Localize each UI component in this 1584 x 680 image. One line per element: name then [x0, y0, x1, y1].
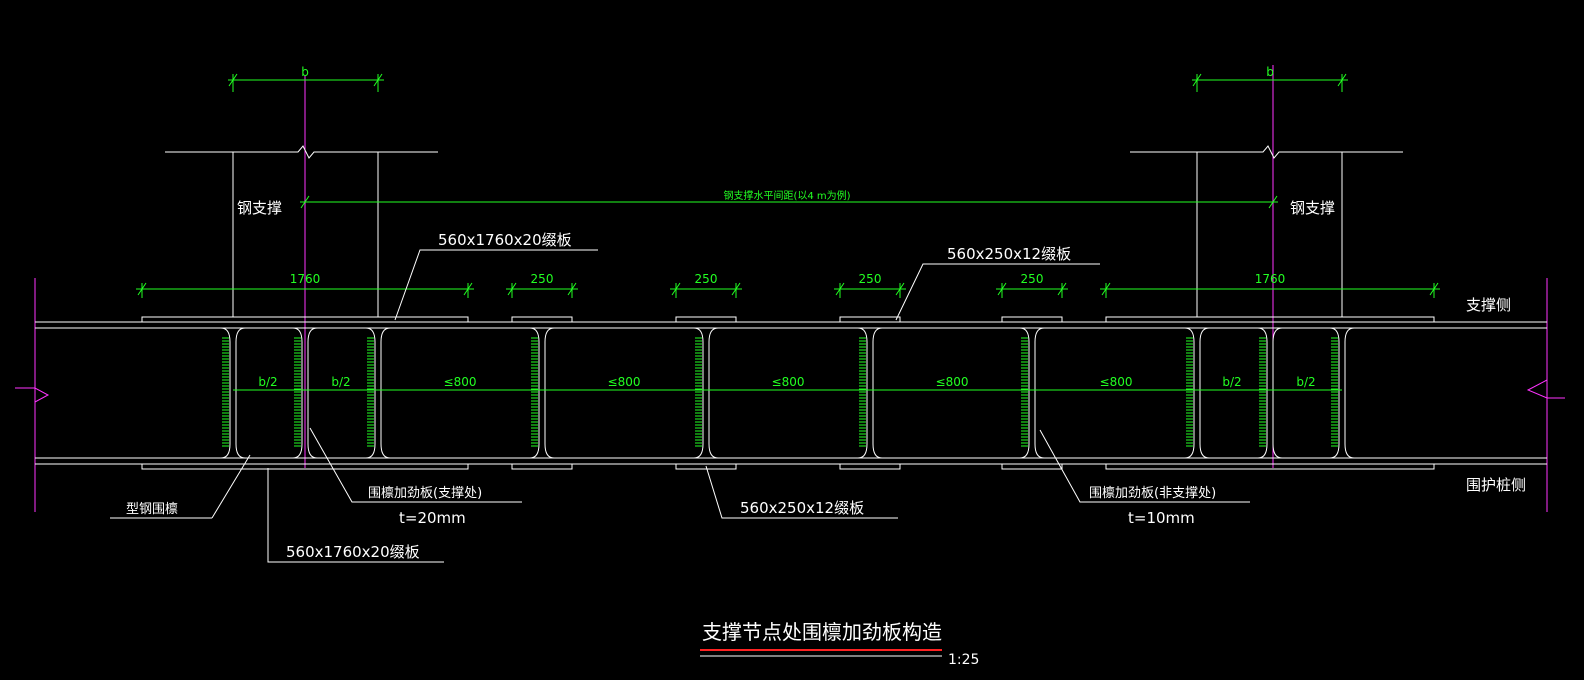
leader-lines — [110, 249, 1250, 563]
half-b-label: b/2 — [331, 375, 350, 389]
stiffener-nonbrace-label: 围檩加劲板(非支撑处) — [1089, 486, 1216, 501]
steel-brace-right — [1130, 145, 1403, 317]
le800-label: ≤800 — [444, 375, 477, 389]
stiffener-plate — [1329, 327, 1355, 459]
plate-top-large-label: 560x1760x20缀板 — [438, 231, 572, 249]
stiffener-plate — [1019, 327, 1045, 459]
le800-label: ≤800 — [936, 375, 969, 389]
dim-250: 250 — [1021, 272, 1044, 286]
half-b-label: b/2 — [258, 375, 277, 389]
stiffener-plate — [1184, 327, 1210, 459]
weld-symbol — [531, 337, 538, 447]
side-bottom-label: 围护桩侧 — [1466, 476, 1526, 494]
break-symbols — [15, 379, 1565, 403]
stiffener-plate — [857, 327, 883, 459]
dim-1760-right: 1760 — [1255, 272, 1286, 286]
steel-brace-right-label: 钢支撑 — [1290, 199, 1335, 217]
weld-symbol — [1021, 337, 1028, 447]
weld-symbol — [1186, 337, 1193, 447]
dimension-lines — [136, 73, 1440, 391]
stiffener-plate — [529, 327, 555, 459]
weld-symbol — [859, 337, 866, 447]
half-b-label: b/2 — [1222, 375, 1241, 389]
title-underline — [700, 649, 942, 657]
stiffener-plate — [693, 327, 719, 459]
weld-symbol — [367, 337, 374, 447]
dim-1760-left: 1760 — [290, 272, 321, 286]
dim-b-right: b — [1266, 65, 1274, 79]
dim-b-left: b — [301, 65, 309, 79]
stiffener-plate — [220, 327, 246, 459]
steel-brace-left — [165, 145, 438, 317]
steel-brace-left-label: 钢支撑 — [237, 199, 282, 217]
stiffener-brace-thickness: t=20mm — [399, 509, 466, 527]
waling-label: 型钢围檩 — [126, 502, 178, 517]
stiffener-plate — [365, 327, 391, 459]
plate-top-small-label: 560x250x12缀板 — [947, 245, 1071, 263]
stiffener-plate — [1257, 327, 1283, 459]
half-b-label: b/2 — [1296, 375, 1315, 389]
stiffener-plate — [292, 327, 318, 459]
stiffener-group — [220, 327, 1355, 459]
batten-plates — [141, 316, 1435, 470]
plate-bottom-small-label: 560x250x12缀板 — [740, 499, 864, 517]
dim-250: 250 — [695, 272, 718, 286]
stiffener-nonbrace-thickness: t=10mm — [1128, 509, 1195, 527]
waling-flanges — [35, 321, 1547, 465]
drawing-title: 支撑节点处围檩加劲板构造 — [702, 620, 942, 644]
dim-250: 250 — [531, 272, 554, 286]
brace-spacing-note: 钢支撑水平间距(以4 m为例) — [723, 189, 850, 202]
drawing-scale: 1:25 — [948, 652, 979, 668]
dim-250: 250 — [859, 272, 882, 286]
weld-symbol — [222, 337, 229, 447]
plate-bottom-large-label: 560x1760x20缀板 — [286, 543, 420, 561]
weld-symbol — [294, 337, 301, 447]
stiffener-brace-label: 围檩加劲板(支撑处) — [368, 486, 482, 501]
le800-label: ≤800 — [772, 375, 805, 389]
le800-label: ≤800 — [608, 375, 641, 389]
weld-symbol — [1331, 337, 1338, 447]
le800-label: ≤800 — [1100, 375, 1133, 389]
labels: b b 钢支撑水平间距(以4 m为例) 钢支撑 钢支撑 560x1760x20缀… — [126, 65, 1526, 668]
side-top-label: 支撑侧 — [1466, 296, 1511, 314]
weld-symbol — [1259, 337, 1266, 447]
weld-symbol — [695, 337, 702, 447]
